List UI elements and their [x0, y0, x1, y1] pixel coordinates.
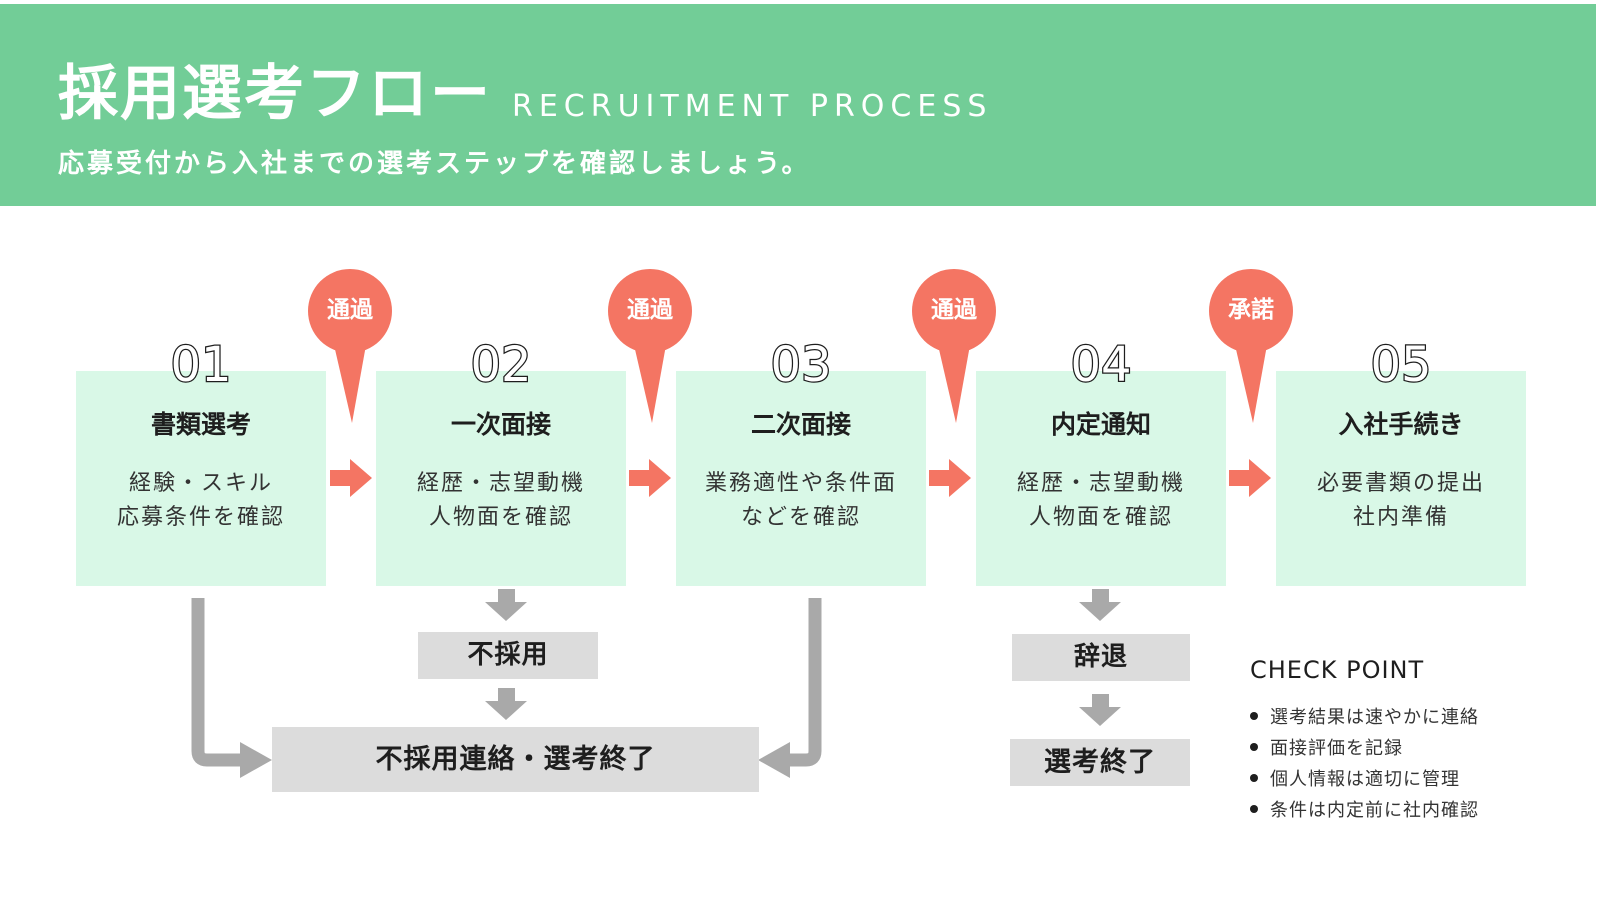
step-number: 03 [769, 337, 833, 393]
page-title: 採用選考フロー [58, 59, 492, 129]
down-arrow-icon [485, 589, 527, 621]
step-title: 二次面接 [750, 410, 851, 439]
pin-label: 通過 [327, 297, 373, 323]
step-number: 01 [169, 337, 233, 393]
step-number: 05 [1369, 337, 1433, 393]
page-title-en: RECRUITMENT PROCESS [512, 89, 993, 124]
right-arrow-icon [240, 742, 272, 778]
right-arrow-icon [629, 459, 671, 497]
pin-marker [912, 269, 996, 423]
elbow-connector [778, 598, 822, 767]
list-item: 選考結果は速やかに連絡 [1250, 702, 1479, 733]
step-description: 経歴・志望動機 人物面を確認 [1016, 471, 1185, 530]
pin-label: 承諾 [1228, 297, 1274, 323]
header-banner: 採用選考フロー RECRUITMENT PROCESS 応募受付から入社までの選… [0, 4, 1596, 206]
step-card-02: 02 一次面接 経歴・志望動機 人物面を確認 [376, 340, 626, 586]
step-description: 経歴・志望動機 人物面を確認 [416, 471, 585, 530]
down-arrow-icon [1079, 694, 1121, 726]
step-title: 内定通知 [1050, 410, 1151, 439]
pin-label: 通過 [627, 297, 673, 323]
step-title: 入社手続き [1338, 410, 1464, 439]
checkpoint-list: 選考結果は速やかに連絡 面接評価を記録 個人情報は適切に管理 条件は内定前に社内… [1250, 702, 1479, 826]
step-description: 必要書類の提出 社内準備 [1316, 471, 1485, 530]
down-arrow-icon [1079, 589, 1121, 621]
step-card-04: 04 内定通知 経歴・志望動機 人物面を確認 [976, 340, 1226, 586]
step-number: 04 [1069, 337, 1133, 393]
step-title: 書類選考 [150, 410, 251, 439]
step-card-05: 05 入社手続き 必要書類の提出 社内準備 [1276, 340, 1526, 586]
right-arrow-icon [330, 459, 372, 497]
pin-marker [608, 269, 692, 423]
left-arrow-icon [758, 742, 790, 778]
end-box: 選考終了 [1010, 739, 1190, 786]
right-arrow-icon [929, 459, 971, 497]
decline-box: 辞退 [1012, 634, 1190, 681]
checkpoint-title: CHECK POINT [1250, 656, 1425, 684]
right-arrow-icon [1229, 459, 1271, 497]
list-item: 条件は内定前に社内確認 [1250, 795, 1479, 826]
step-card-01: 01 書類選考 経験・スキル 応募条件を確認 [76, 340, 326, 586]
step-description: 業務適性や条件面 などを確認 [704, 471, 897, 530]
page-subtitle: 応募受付から入社までの選考ステップを確認しましょう。 [58, 149, 811, 179]
list-item: 面接評価を記録 [1250, 733, 1479, 764]
step-title: 一次面接 [450, 410, 551, 439]
list-item: 個人情報は適切に管理 [1250, 764, 1479, 795]
down-arrow-icon [485, 688, 527, 720]
pin-marker [308, 269, 392, 423]
elbow-connector [191, 598, 245, 767]
reject-end-box: 不採用連絡・選考終了 [272, 727, 759, 792]
step-number: 02 [469, 337, 533, 393]
pin-marker [1209, 269, 1293, 423]
step-description: 経験・スキル 応募条件を確認 [116, 471, 285, 530]
step-card-03: 03 二次面接 業務適性や条件面 などを確認 [676, 340, 926, 586]
reject-box: 不採用 [418, 632, 598, 679]
pin-label: 通過 [931, 297, 977, 323]
